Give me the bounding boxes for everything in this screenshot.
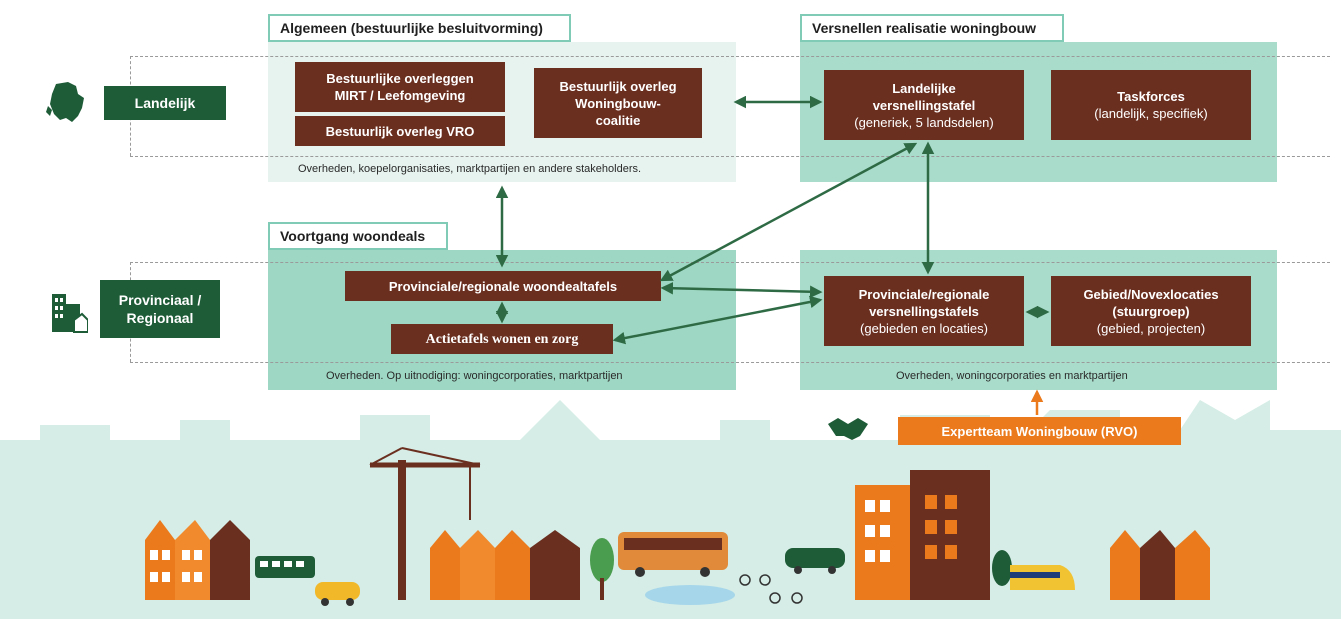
national-level-label: Landelijk — [104, 86, 226, 120]
acceleration-caption: Overheden, woningcorporaties en marktpar… — [896, 370, 1128, 382]
expert-team-box: Expertteam Woningbouw (RVO) — [898, 417, 1181, 445]
taskforces-box: Taskforces (landelijk, specifiek) — [1051, 70, 1251, 140]
coalition-line3: coalitie — [595, 112, 641, 128]
handshake-icon — [828, 418, 868, 440]
national-acceleration-table-box: Landelijke versnellingstafel (generiek, … — [824, 70, 1024, 140]
progress-section-title: Voortgang woondeals — [268, 222, 448, 250]
housing-coalition-box: Bestuurlijk overleg Woningbouw- coalitie — [534, 68, 702, 138]
acceleration-section-title: Versnellen realisatie woningbouw — [800, 14, 1064, 42]
buildings-icon — [52, 294, 88, 333]
area-novex-box: Gebied/Novexlocaties (stuurgroep) (gebie… — [1051, 276, 1251, 346]
arrow-woondeal-regional-tables — [660, 282, 823, 298]
regional-accel-line2: versnellingstafels — [869, 303, 979, 319]
provincial-level-label-line2: Regionaal — [126, 310, 194, 326]
progress-caption: Overheden. Op uitnodiging: woningcorpora… — [326, 370, 623, 382]
national-table-line2: versnellingstafel — [872, 97, 976, 113]
coalition-line1: Bestuurlijk overleg — [559, 78, 677, 94]
national-table-line1: Landelijke — [892, 80, 956, 96]
regional-acceleration-tables-box: Provinciale/regionale versnellingstafels… — [824, 276, 1024, 346]
taskforces-line2: (landelijk, specifiek) — [1094, 106, 1208, 121]
area-line1: Gebied/Novexlocaties — [1083, 286, 1219, 302]
area-line3: (gebied, projecten) — [1096, 320, 1206, 336]
general-section-title: Algemeen (bestuurlijke besluitvorming) — [268, 14, 571, 42]
mirt-line1: Bestuurlijke overleggen — [326, 71, 474, 86]
regional-accel-line3: (gebieden en locaties) — [860, 320, 988, 336]
netherlands-map-icon — [46, 82, 84, 122]
vro-consultation-box: Bestuurlijk overleg VRO — [295, 116, 505, 146]
national-level-line-top — [130, 56, 1330, 57]
provincial-level-label-line1: Provinciaal / — [118, 292, 202, 308]
mirt-line2: MIRT / Leefomgeving — [334, 88, 466, 103]
general-caption: Overheden, koepelorganisaties, marktpart… — [298, 163, 642, 175]
woondeal-tables-box: Provinciale/regionale woondealtafels — [345, 271, 661, 301]
mirt-consultation-box: Bestuurlijke overleggen MIRT / Leefomgev… — [295, 62, 505, 112]
provincial-level-label: Provinciaal / Regionaal — [100, 280, 220, 338]
taskforces-line1: Taskforces — [1117, 89, 1185, 104]
regional-accel-line1: Provinciale/regionale — [858, 286, 990, 302]
action-tables-box: Actietafels wonen en zorg — [391, 324, 613, 354]
national-table-line3: (generiek, 5 landsdelen) — [854, 114, 994, 130]
area-line2: (stuurgroep) — [1112, 303, 1190, 319]
arrow-woondeal-national-table — [659, 142, 918, 282]
regional-level-line-bottom — [130, 362, 1330, 363]
coalition-line2: Woningbouw- — [575, 95, 661, 111]
arrow-action-regional-tables — [612, 295, 823, 345]
